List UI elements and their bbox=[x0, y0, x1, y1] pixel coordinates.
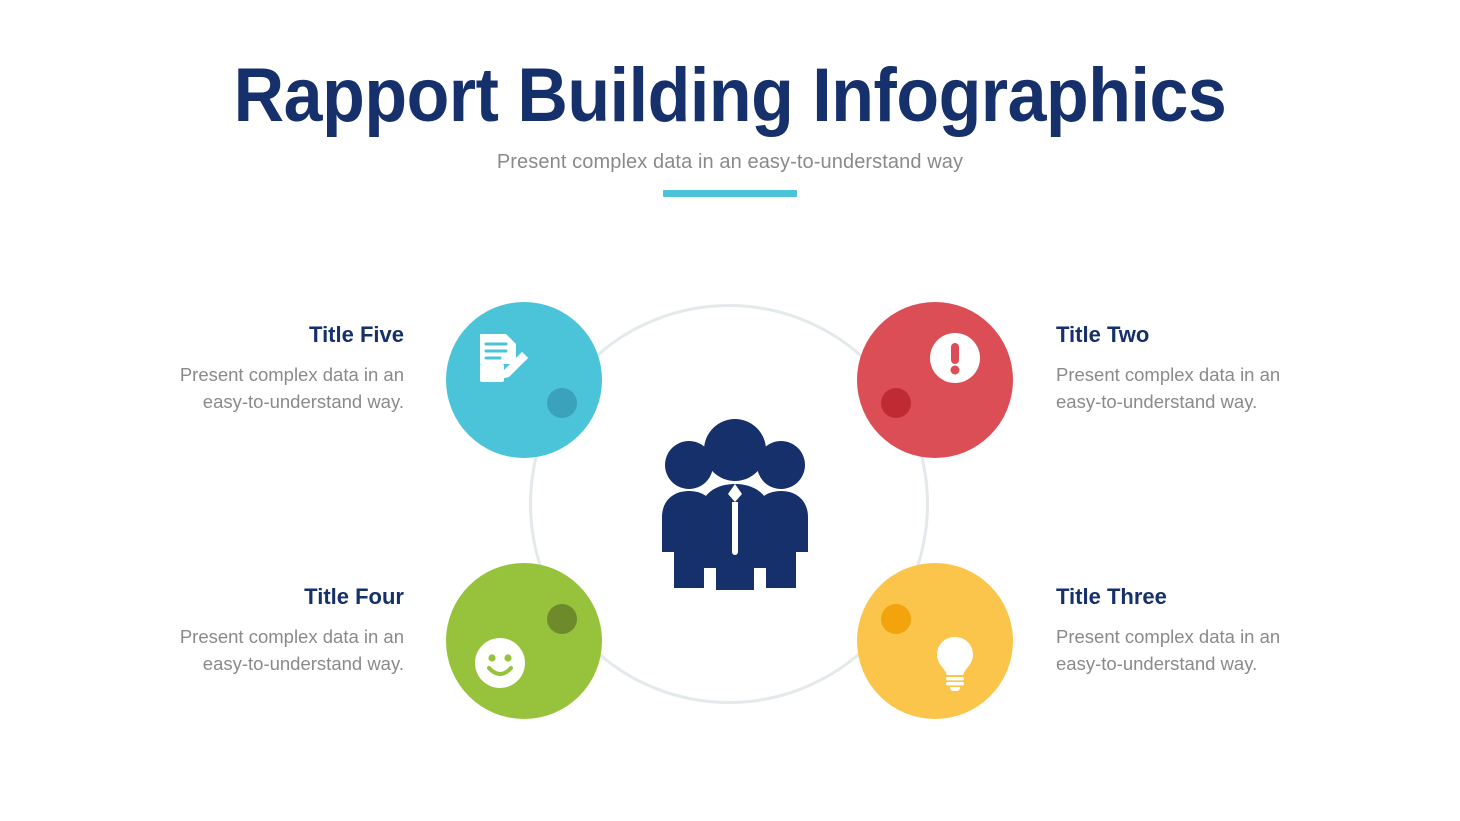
node-dot-four bbox=[547, 604, 577, 634]
node-dot-five bbox=[547, 388, 577, 418]
text-block-two: Title Two Present complex data in an eas… bbox=[1056, 322, 1322, 416]
exclamation-circle-icon bbox=[929, 332, 981, 384]
header: Rapport Building Infographics Present co… bbox=[0, 53, 1460, 198]
text-block-four: Title Four Present complex data in an ea… bbox=[138, 584, 404, 678]
text-block-three: Title Three Present complex data in an e… bbox=[1056, 584, 1322, 678]
node-circle-three[interactable] bbox=[857, 563, 1013, 719]
node-circle-two[interactable] bbox=[857, 302, 1013, 458]
title-divider bbox=[663, 190, 797, 198]
center-ring bbox=[529, 304, 929, 704]
block-title-two: Title Two bbox=[1056, 322, 1150, 347]
document-edit-icon bbox=[472, 330, 528, 386]
node-dot-three bbox=[881, 604, 911, 634]
lightbulb-icon bbox=[933, 635, 977, 691]
block-title-five: Title Five bbox=[309, 322, 404, 347]
block-body-three: Present complex data in an easy-to-under… bbox=[1056, 626, 1281, 675]
text-block-five: Title Five Present complex data in an ea… bbox=[138, 322, 404, 416]
node-circle-four[interactable] bbox=[446, 563, 602, 719]
node-circle-five[interactable] bbox=[446, 302, 602, 458]
block-title-three: Title Three bbox=[1056, 584, 1167, 609]
page-title: Rapport Building Infographics bbox=[233, 53, 1227, 138]
page-subtitle: Present complex data in an easy-to-under… bbox=[496, 151, 964, 174]
block-body-two: Present complex data in an easy-to-under… bbox=[1056, 364, 1281, 413]
node-dot-two bbox=[881, 388, 911, 418]
people-group-icon bbox=[655, 418, 815, 622]
block-title-four: Title Four bbox=[304, 584, 404, 609]
block-body-five: Present complex data in an easy-to-under… bbox=[179, 364, 404, 413]
smiley-face-icon bbox=[474, 637, 526, 689]
block-body-four: Present complex data in an easy-to-under… bbox=[179, 626, 404, 675]
